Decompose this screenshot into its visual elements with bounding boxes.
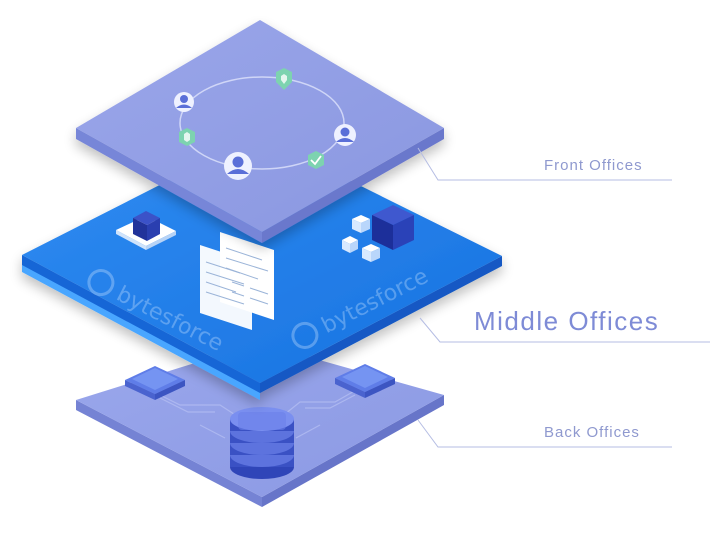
circuit-lines: [149, 384, 366, 439]
user-avatar-icon: [224, 152, 252, 180]
user-avatar-icon: [174, 92, 194, 112]
check-icon: [308, 151, 324, 169]
front-platform-left-side: [76, 128, 262, 243]
chip-icon: [125, 366, 185, 400]
back-platform-left-side: [76, 400, 262, 507]
middle-leader-line: [419, 317, 710, 343]
brand-logo-icon: [87, 269, 115, 297]
front-platform-top: [76, 20, 444, 232]
document-icon: [200, 232, 274, 330]
middle-platform-left-side: [22, 255, 260, 393]
cube-cluster: [342, 205, 414, 262]
front-leader-line: [417, 147, 672, 181]
chip-icon: [335, 364, 395, 398]
back-platform-right-side: [262, 395, 444, 507]
middle-platform-right-side: [260, 256, 502, 393]
orbit-ring: [179, 76, 345, 170]
back-leader-line: [417, 419, 672, 448]
database-icon: [230, 407, 294, 479]
small-cube-icon: [352, 215, 370, 233]
back-offices-label: Back Offices: [544, 424, 640, 441]
cube-icon: [372, 205, 414, 250]
link-icon: [179, 128, 195, 146]
front-offices-label: Front Offices: [544, 157, 643, 174]
back-offices-layer: [76, 343, 444, 507]
user-avatar-icon: [334, 124, 356, 146]
cube-icon: [116, 211, 176, 250]
front-platform-right-side: [262, 128, 444, 243]
brand-logo-icon: [291, 321, 319, 349]
shield-icon: [276, 68, 292, 90]
small-cube-icon: [342, 236, 358, 253]
front-offices-layer: [76, 20, 444, 243]
small-cube-icon: [362, 244, 380, 262]
middle-offices-label: Middle Offices: [474, 306, 660, 336]
